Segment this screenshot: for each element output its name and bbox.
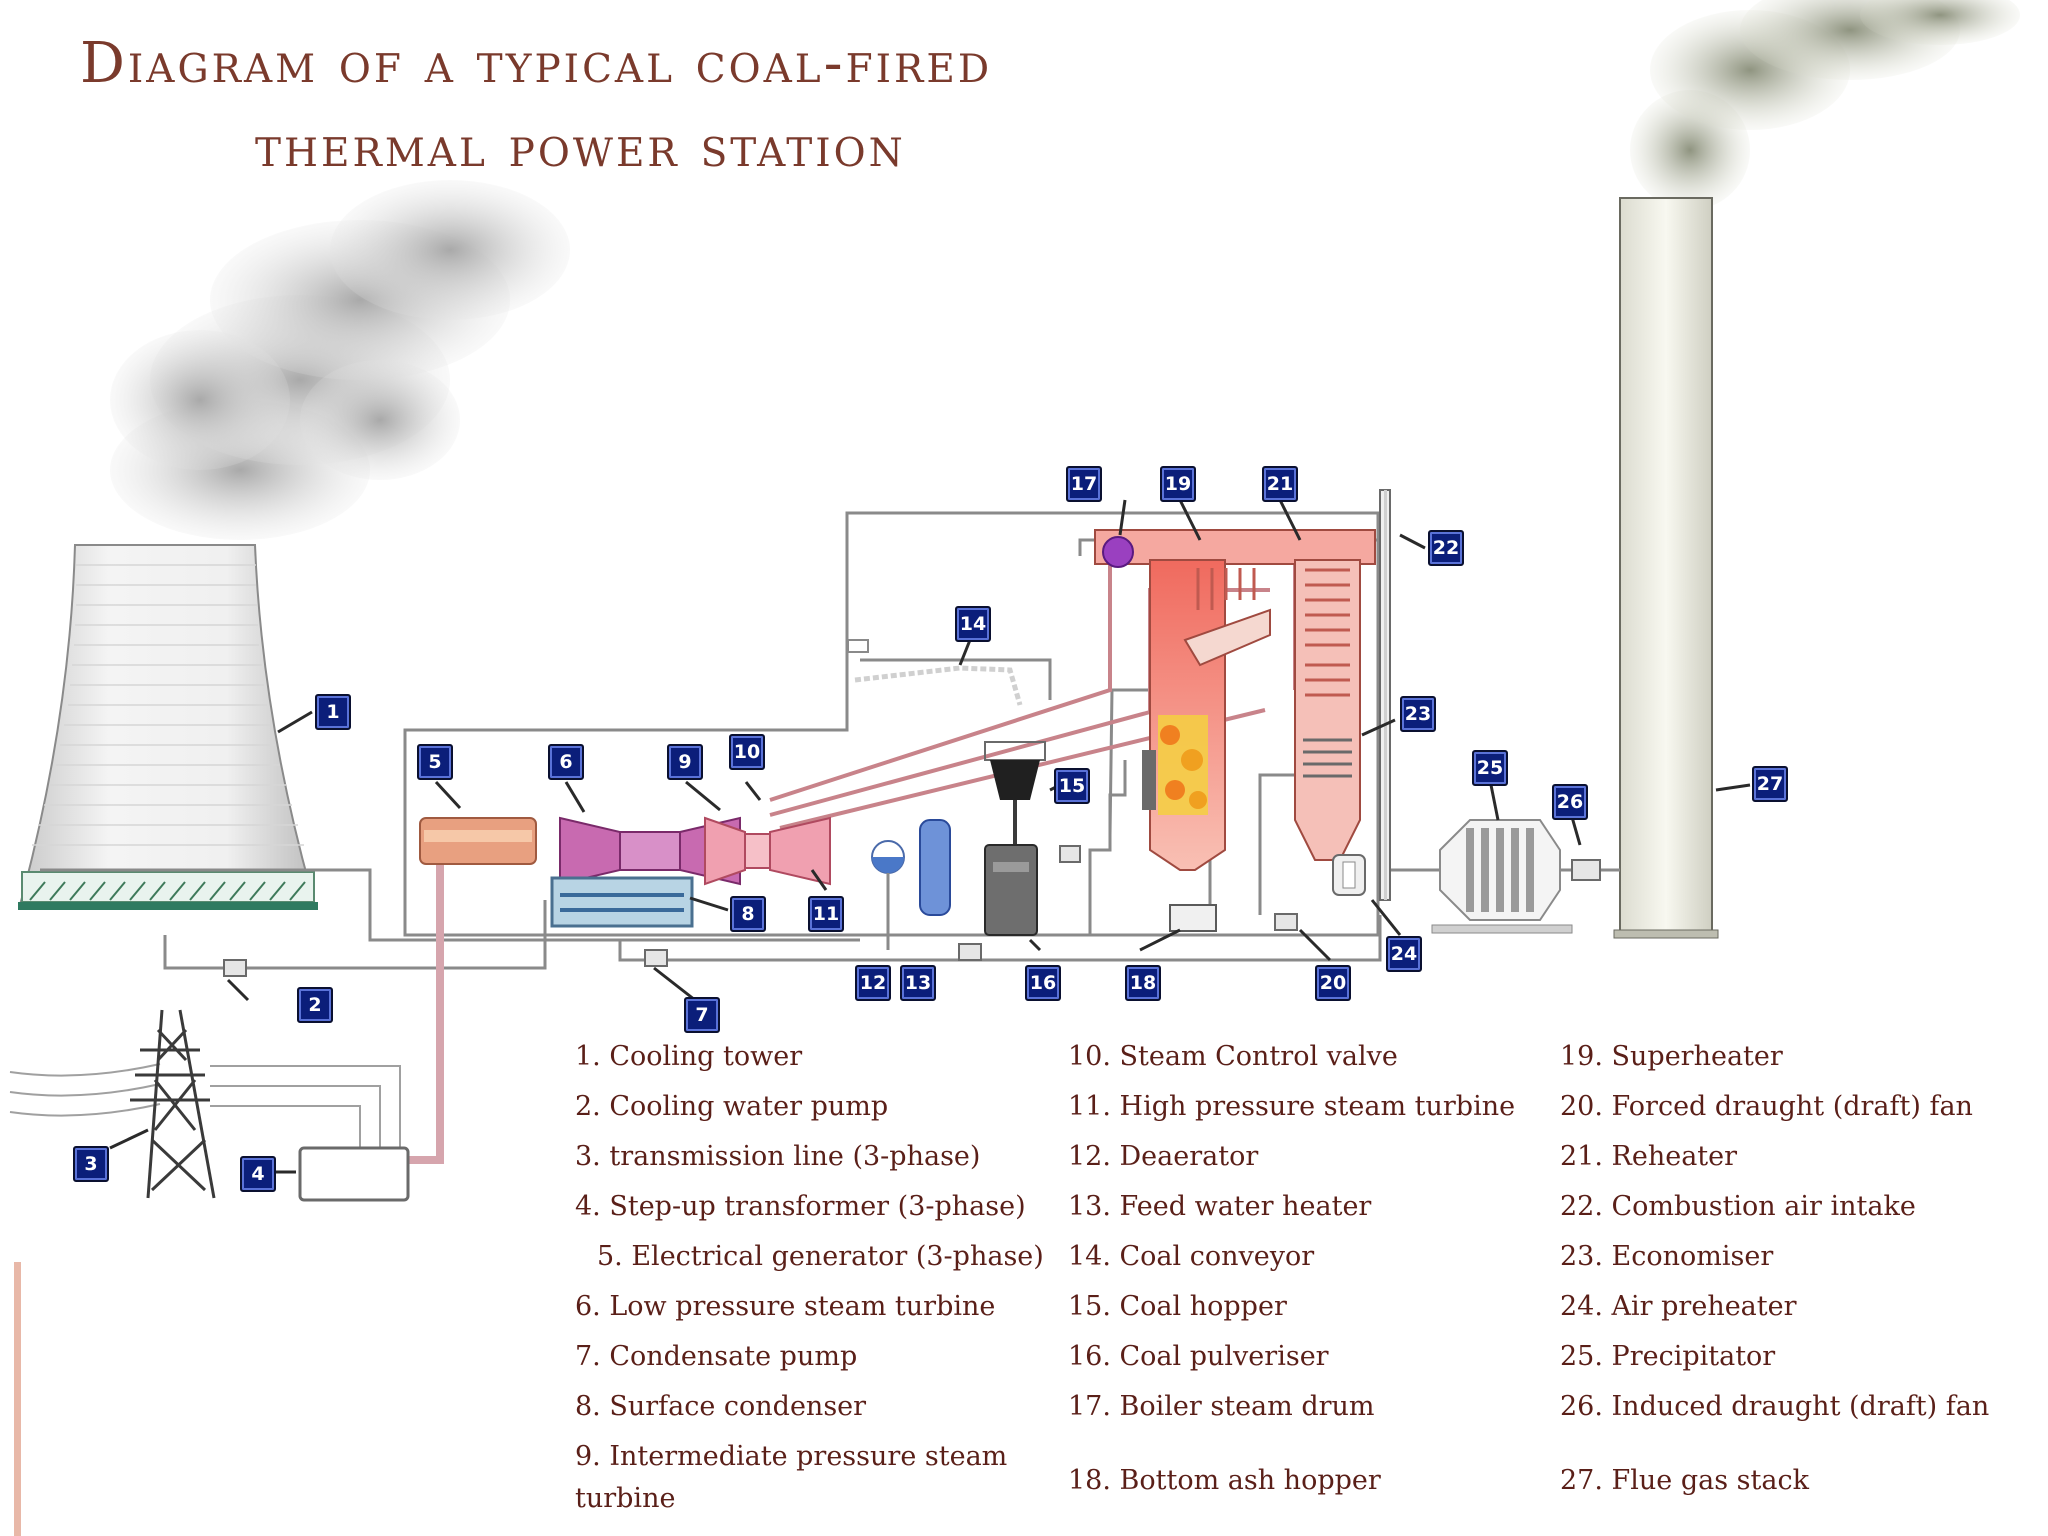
badge-17: 17 — [1066, 466, 1102, 502]
legend-item-15: 15. Coal hopper — [1068, 1291, 1287, 1322]
badge-26: 26 — [1552, 784, 1588, 820]
legend-item-9: 9. Intermediate pressure steam turbine — [575, 1441, 1008, 1514]
badge-9: 9 — [667, 744, 703, 780]
transmission-tower — [130, 1009, 216, 1199]
legend-item-1: 1. Cooling tower — [575, 1041, 803, 1072]
legend-item-24: 24. Air preheater — [1560, 1291, 1797, 1322]
badge-5: 5 — [417, 744, 453, 780]
badge-16: 16 — [1025, 965, 1061, 1001]
badge-1: 1 — [315, 694, 351, 730]
legend-item-20: 20. Forced draught (draft) fan — [1560, 1091, 1973, 1122]
left-margin-bar — [14, 1262, 21, 1536]
flue-gas-stack — [1613, 197, 1719, 939]
badge-7: 7 — [684, 997, 720, 1033]
legend-item-14: 14. Coal conveyor — [1068, 1241, 1315, 1272]
badge-3: 3 — [73, 1146, 109, 1182]
legend-item-2: 2. Cooling water pump — [575, 1091, 889, 1122]
legend-column-2: 10. Steam Control valve 11. High pressur… — [1068, 1032, 1528, 1506]
badge-23: 23 — [1400, 696, 1436, 732]
steam-turbines — [559, 816, 831, 886]
badge-11: 11 — [808, 896, 844, 932]
legend-item-13: 13. Feed water heater — [1068, 1191, 1372, 1222]
badge-22: 22 — [1428, 530, 1464, 566]
legend-item-16: 16. Coal pulveriser — [1068, 1341, 1329, 1372]
legend-item-17: 17. Boiler steam drum — [1068, 1391, 1375, 1422]
legend-item-8: 8. Surface condenser — [575, 1391, 867, 1422]
badge-pointers — [109, 499, 1751, 1174]
legend-item-26: 26. Induced draught (draft) fan — [1560, 1391, 1990, 1422]
step-up-transformer — [298, 1146, 410, 1202]
legend-item-25: 25. Precipitator — [1560, 1341, 1776, 1372]
legend-item-10: 10. Steam Control valve — [1068, 1041, 1398, 1072]
steam-pipes — [769, 540, 1312, 830]
badge-14: 14 — [955, 606, 991, 642]
badge-27: 27 — [1752, 766, 1788, 802]
badge-4: 4 — [240, 1156, 276, 1192]
badge-12: 12 — [855, 965, 891, 1001]
combustion-air-intake — [1379, 489, 1391, 901]
legend-item-7: 7. Condensate pump — [575, 1341, 858, 1372]
badge-15: 15 — [1054, 768, 1090, 804]
cooling-tower — [18, 544, 318, 910]
coal-conveyor — [847, 639, 1023, 706]
legend-item-19: 19. Superheater — [1560, 1041, 1783, 1072]
badge-10: 10 — [729, 734, 765, 770]
legend-item-4: 4. Step-up transformer (3-phase) — [575, 1191, 1026, 1222]
deaerator — [871, 840, 905, 950]
generator-output-line — [405, 858, 444, 1164]
badge-24: 24 — [1386, 936, 1422, 972]
transmission-lines — [9, 1063, 401, 1148]
badge-6: 6 — [548, 744, 584, 780]
legend-item-11: 11. High pressure steam turbine — [1068, 1091, 1516, 1122]
badge-2: 2 — [297, 987, 333, 1023]
badge-21: 21 — [1262, 466, 1298, 502]
feed-water-heater — [919, 819, 951, 916]
title-line-2: thermal power station — [255, 115, 906, 180]
legend-item-3: 3. transmission line (3-phase) — [575, 1141, 981, 1172]
badge-20: 20 — [1315, 965, 1351, 1001]
badge-19: 19 — [1160, 466, 1196, 502]
title-line-1: Diagram of a typical coal-fired — [80, 31, 993, 96]
electrical-generator — [419, 817, 537, 865]
legend-item-22: 22. Combustion air intake — [1560, 1191, 1916, 1222]
legend-item-6: 6. Low pressure steam turbine — [575, 1291, 996, 1322]
legend-item-5: 5. Electrical generator (3-phase) — [597, 1241, 1044, 1272]
badge-18: 18 — [1125, 965, 1161, 1001]
pump-symbols — [223, 845, 1601, 977]
diagram-title: Diagram of a typical coal-fired thermal … — [70, 22, 1450, 190]
legend-item-18: 18. Bottom ash hopper — [1068, 1465, 1381, 1496]
legend-item-12: 12. Deaerator — [1068, 1141, 1259, 1172]
air-preheater — [1332, 854, 1366, 896]
badge-8: 8 — [730, 896, 766, 932]
legend-column-1: 1. Cooling tower 2. Cooling water pump 3… — [575, 1032, 1055, 1520]
boiler — [1094, 529, 1376, 871]
legend-item-21: 21. Reheater — [1560, 1141, 1738, 1172]
stack-smoke — [1630, 0, 2020, 210]
legend-item-23: 23. Economiser — [1560, 1241, 1774, 1272]
legend-column-3: 19. Superheater 20. Forced draught (draf… — [1560, 1032, 2030, 1506]
coal-pulveriser — [984, 844, 1038, 936]
badge-13: 13 — [900, 965, 936, 1001]
bottom-ash-hopper — [1169, 904, 1217, 932]
precipitator — [1431, 819, 1573, 934]
plant-building-outline — [403, 511, 1380, 937]
boiler-flame — [1158, 715, 1208, 815]
coal-hopper — [984, 741, 1046, 845]
surface-condenser — [550, 876, 694, 928]
cooling-tower-smoke — [110, 180, 570, 540]
badge-25: 25 — [1472, 750, 1508, 786]
legend-item-27: 27. Flue gas stack — [1560, 1465, 1809, 1496]
